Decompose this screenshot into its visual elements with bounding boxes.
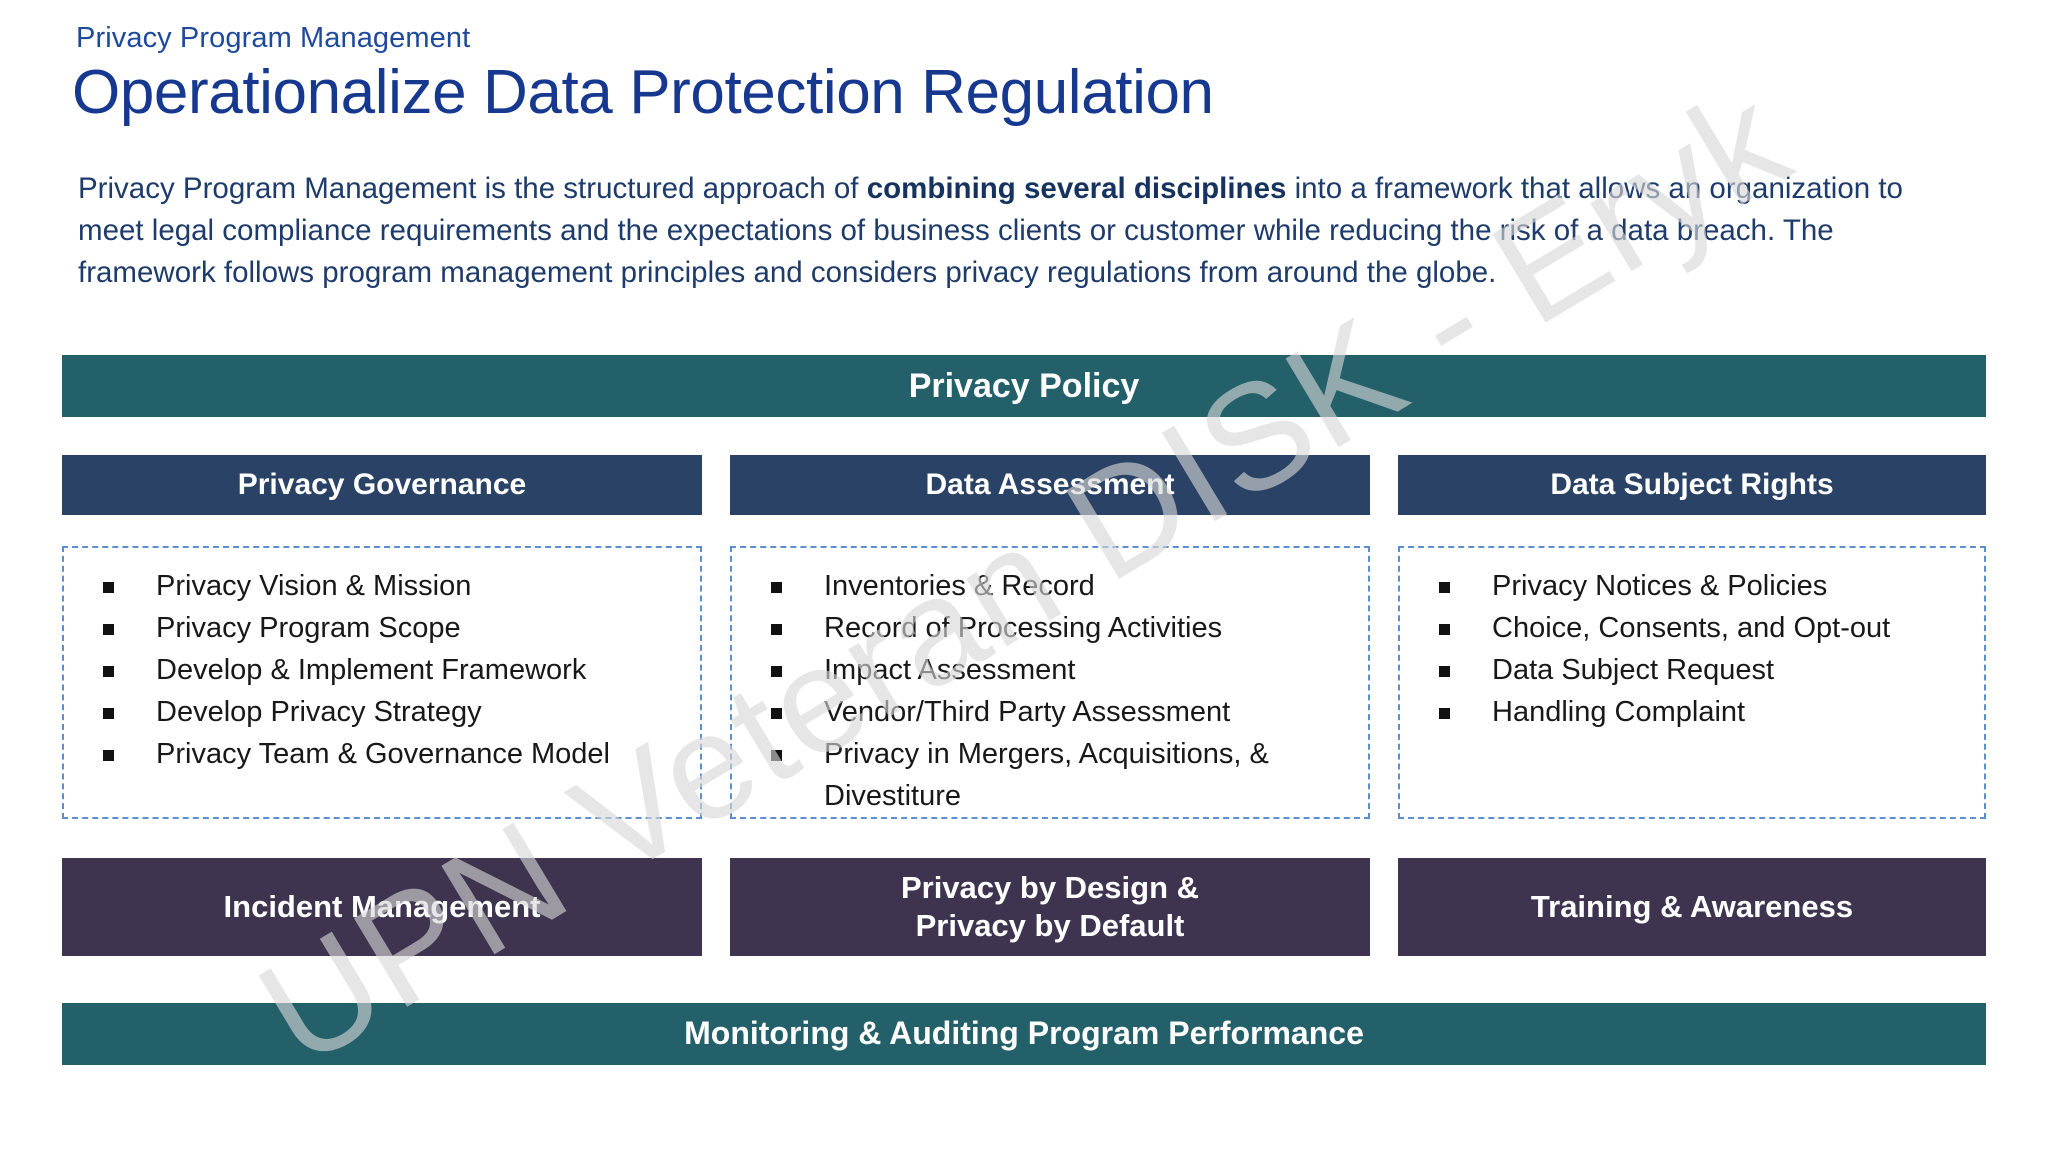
list-item: Data Subject Request	[1414, 650, 1970, 692]
eyebrow-label: Privacy Program Management	[76, 22, 471, 54]
intro-emphasis: combining several disciplines	[866, 172, 1287, 205]
intro-part1: Privacy Program Management is the struct…	[78, 172, 867, 205]
list-item: Privacy Notices & Policies	[1414, 566, 1970, 608]
privacy-by-design-line2: Privacy by Default	[915, 908, 1185, 943]
bullet-box-privacy-governance: Privacy Vision & Mission Privacy Program…	[62, 546, 702, 819]
bullet-box-data-assessment: Inventories & Record Record of Processin…	[730, 546, 1370, 819]
list-item: Handling Complaint	[1414, 692, 1970, 734]
list-item: Develop Privacy Strategy	[78, 692, 686, 734]
list-item: Impact Assessment	[746, 650, 1354, 692]
list-item: Choice, Consents, and Opt-out	[1414, 608, 1970, 650]
column-header-data-assessment[interactable]: Data Assessment	[730, 455, 1370, 515]
monitoring-auditing-band[interactable]: Monitoring & Auditing Program Performanc…	[62, 1003, 1986, 1065]
intro-paragraph: Privacy Program Management is the struct…	[78, 168, 1968, 294]
list-item: Privacy Vision & Mission	[78, 566, 686, 608]
column-header-data-subject-rights[interactable]: Data Subject Rights	[1398, 455, 1986, 515]
list-item: Develop & Implement Framework	[78, 650, 686, 692]
incident-management-box[interactable]: Incident Management	[62, 858, 702, 956]
training-awareness-box[interactable]: Training & Awareness	[1398, 858, 1986, 956]
intro-part2: into a framework that allows an organiza…	[78, 172, 1903, 289]
bullet-list-data-subject-rights: Privacy Notices & Policies Choice, Conse…	[1414, 566, 1970, 734]
bullet-list-data-assessment: Inventories & Record Record of Processin…	[746, 566, 1354, 817]
list-item: Privacy Program Scope	[78, 608, 686, 650]
bullet-box-data-subject-rights: Privacy Notices & Policies Choice, Conse…	[1398, 546, 1986, 819]
list-item: Inventories & Record	[746, 566, 1354, 608]
privacy-by-design-box[interactable]: Privacy by Design & Privacy by Default	[730, 858, 1370, 956]
page-title: Operationalize Data Protection Regulatio…	[72, 58, 1214, 127]
privacy-policy-band[interactable]: Privacy Policy	[62, 355, 1986, 417]
bullet-list-privacy-governance: Privacy Vision & Mission Privacy Program…	[78, 566, 686, 776]
list-item: Record of Processing Activities	[746, 608, 1354, 650]
list-item: Vendor/Third Party Assessment	[746, 692, 1354, 734]
privacy-by-design-line1: Privacy by Design &	[900, 870, 1200, 906]
list-item: Privacy in Mergers, Acquisitions, & Dive…	[746, 734, 1354, 817]
list-item: Privacy Team & Governance Model	[78, 734, 686, 776]
privacy-by-design-lines: Privacy by Design & Privacy by Default	[901, 869, 1199, 945]
column-header-privacy-governance[interactable]: Privacy Governance	[62, 455, 702, 515]
